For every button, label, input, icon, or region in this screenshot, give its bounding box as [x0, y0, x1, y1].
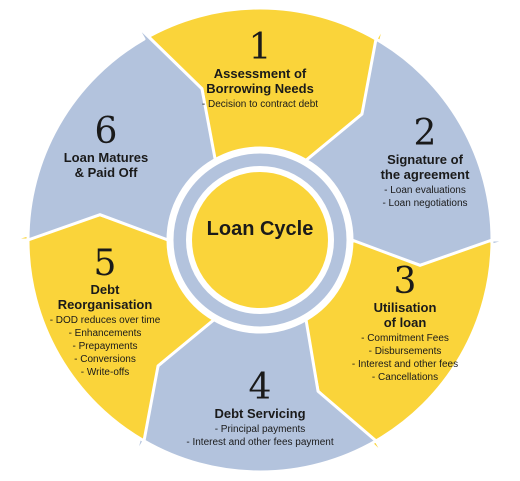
stage-1-label: 1 Assessment of Borrowing Needs - Decisi…: [180, 30, 340, 111]
stage-1-arrow: [142, 6, 387, 166]
stage-3-items: - Commitment Fees - Disbursements - Inte…: [340, 332, 470, 384]
stage-6-number: 6: [94, 111, 118, 152]
stage-2-number: 2: [413, 113, 437, 154]
stage-5-item: - Prepayments: [72, 341, 138, 352]
stage-2-arrow: [304, 37, 512, 267]
stage-3-item: - Interest and other fees: [351, 359, 459, 370]
stage-2-label: 2 Signature of the agreement - Loan eval…: [360, 116, 490, 210]
stage-5-arrow: [8, 213, 216, 443]
stage-2-item: - Loan evaluations: [384, 185, 466, 196]
stage-2-items: - Loan evaluations - Loan negotiations: [360, 184, 490, 210]
stage-3-item: - Disbursements: [368, 346, 442, 357]
stage-6-arrow: [26, 21, 218, 242]
center-circle: [192, 172, 328, 308]
stage-4-items: - Principal payments - Interest and othe…: [170, 423, 350, 449]
stage-2-item: - Loan negotiations: [382, 198, 468, 209]
stage-4-item: - Principal payments: [214, 424, 306, 435]
center-label: Loan Cycle: [206, 218, 314, 240]
stage-4-item: - Interest and other fees payment: [186, 437, 334, 448]
stage-5-title: Debt Reorganisation: [57, 282, 153, 312]
stage-1-items: - Decision to contract debt: [180, 98, 340, 111]
stage-5-item: - Write-offs: [80, 367, 130, 378]
stage-4-arrow: [133, 314, 378, 474]
stage-4-title: Debt Servicing: [214, 406, 306, 421]
stage-1-number: 1: [248, 27, 272, 68]
stage-6-label: 6 Loan Matures & Paid Off: [46, 111, 166, 181]
stage-4-label: 4 Debt Servicing - Principal payments - …: [170, 370, 350, 449]
stage-5-number: 5: [93, 243, 117, 284]
stage-3-label: 3 Utilisation of loan - Commitment Fees …: [340, 264, 470, 384]
stage-5-item: - Enhancements: [68, 328, 142, 339]
stage-1-item: - Decision to contract debt: [201, 99, 319, 110]
stage-5-item: - DOD reduces over time: [49, 315, 161, 326]
stage-3-arrow: [302, 238, 494, 459]
stage-5-items: - DOD reduces over time - Enhancements -…: [40, 314, 170, 379]
stage-5-label: 5 Debt Reorganisation - DOD reduces over…: [40, 246, 170, 379]
stage-4-number: 4: [248, 367, 272, 408]
stage-2-title: Signature of the agreement: [380, 152, 470, 182]
stage-6-title: Loan Matures & Paid Off: [63, 150, 149, 180]
stage-3-item: - Cancellations: [371, 372, 439, 383]
stage-3-item: - Commitment Fees: [361, 333, 449, 344]
stage-1-title: Assessment of Borrowing Needs: [206, 66, 314, 96]
stage-3-number: 3: [393, 261, 417, 302]
stage-3-title: Utilisation of loan: [373, 300, 437, 330]
stage-5-item: - Conversions: [74, 354, 136, 365]
